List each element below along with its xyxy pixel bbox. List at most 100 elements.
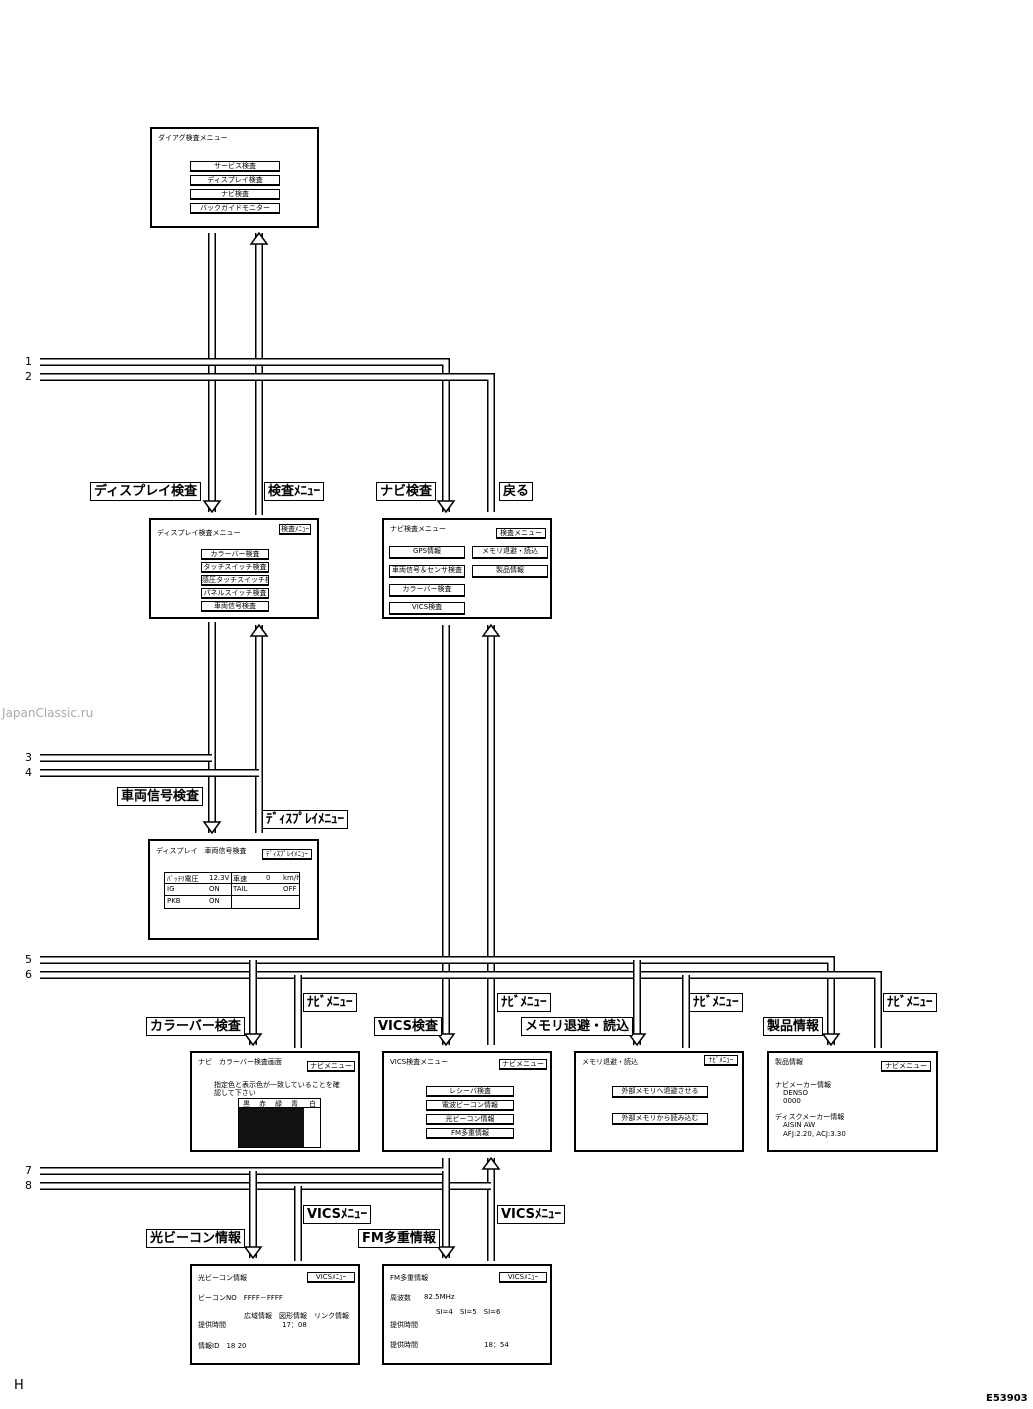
fm-multiplex-screen: FM多重情報 VICSﾒﾆｭｰ 周波数 82.5MHz SI=4 SI=5 SI… — [382, 1264, 552, 1365]
product-info-screen: 製品情報 ナビメニュー ナビメーカー情報 DENSO 0000 ディスクメーカー… — [767, 1051, 938, 1152]
label-vics-menu-1: VICSﾒﾆｭｰ — [303, 1205, 372, 1224]
row-number-1: 1 — [25, 355, 32, 368]
row-number-2: 2 — [25, 370, 32, 383]
colorbar-check-button[interactable]: カラーバー検査 — [201, 549, 269, 560]
vehicle-signal-check-button[interactable]: 車両信号検査 — [201, 601, 269, 612]
label-vehicle-check: 車両信号検査 — [117, 787, 204, 806]
tail-value: OFF — [283, 885, 297, 893]
row-number-3: 3 — [25, 751, 32, 764]
disc-maker-version: AFJ:2.20, ACJ:3.30 — [783, 1130, 846, 1138]
connector-28 — [40, 957, 834, 1045]
navi-check-button[interactable]: ナビ検査 — [190, 189, 280, 200]
pressure-touch-check-button[interactable]: 感圧タッチスイッチ検査 — [201, 575, 269, 586]
label-display-check: ディスプレイ検査 — [90, 482, 202, 501]
receiver-check-button[interactable]: レシーバ検査 — [426, 1086, 514, 1097]
product-info-button[interactable]: 製品情報 — [472, 565, 548, 578]
screen-title: FM多重情報 — [390, 1274, 429, 1282]
back-button[interactable]: ﾃﾞｨｽﾌﾟﾚｲﾒﾆｭｰ — [262, 849, 312, 860]
color-red: 赤 — [259, 1100, 266, 1108]
navi-maker-name: DENSO — [783, 1089, 809, 1097]
battery-value: 12.3V — [209, 874, 230, 882]
speed-value: 0 — [266, 874, 271, 882]
back-button[interactable]: ﾅﾋﾞﾒﾆｭｰ — [704, 1055, 738, 1066]
load-from-external-button[interactable]: 外部メモリから読み込む — [612, 1113, 708, 1125]
back-button[interactable]: VICSﾒﾆｭｰ — [307, 1272, 355, 1283]
connector-5 — [249, 231, 269, 245]
color-white: 白 — [309, 1100, 316, 1108]
panel-switch-check-button[interactable]: パネルスイッチ検査 — [201, 588, 269, 599]
back-button[interactable]: VICSﾒﾆｭｰ — [499, 1272, 547, 1283]
info-types: 広域情報 図形情報 リンク情報 — [244, 1312, 349, 1320]
signal-table: ﾊﾞｯﾃﾘ電圧 12.3V 車速 0 km/h IG ON TAIL OFF P… — [164, 872, 301, 909]
si-values: SI=4 SI=5 SI=6 — [436, 1308, 501, 1316]
pkb-value: ON — [209, 897, 220, 905]
memory-button[interactable]: メモリ退避・読込 — [472, 546, 548, 559]
vics-menu-screen: VICS検査メニュー ナビメニュー レシーバ検査 電波ビーコン情報 光ビーコン情… — [382, 1051, 552, 1152]
screen-title: ナビ カラーバー検査画面 — [198, 1058, 282, 1066]
label-back: 戻る — [499, 482, 534, 501]
provide-time-label-2: 提供時間 — [390, 1341, 418, 1349]
connector-46 — [481, 1156, 501, 1170]
back-button[interactable]: 検査メニュー — [496, 528, 546, 539]
label-optical-info: 光ビーコン情報 — [146, 1229, 246, 1248]
info-id: 情報ID 18 20 — [198, 1342, 247, 1350]
navi-maker-label: ナビメーカー情報 — [775, 1081, 831, 1089]
save-to-external-button[interactable]: 外部メモリへ退避させる — [612, 1086, 708, 1098]
label-memory-check: メモリ退避・読込 — [521, 1017, 634, 1036]
label-navi-menu-1: ﾅﾋﾞﾒﾆｭｰ — [303, 993, 357, 1012]
screen-title: メモリ退避・読込 — [582, 1058, 638, 1066]
connector-29 — [821, 1033, 841, 1047]
radio-beacon-button[interactable]: 電波ビーコン情報 — [426, 1100, 514, 1111]
fm-multiplex-button[interactable]: FM多重情報 — [426, 1128, 514, 1139]
back-button[interactable]: ナビメニュー — [307, 1061, 355, 1072]
frequency-label: 周波数 — [390, 1294, 411, 1302]
vehicle-sensor-check-button[interactable]: 車両信号＆センサ検査 — [389, 565, 465, 578]
label-product-info: 製品情報 — [763, 1017, 824, 1036]
connector-56 — [436, 1246, 456, 1260]
provide-time-label: 提供時間 — [198, 1321, 226, 1329]
back-button[interactable]: 検査ﾒﾆｭｰ — [279, 524, 311, 535]
screen-title: ナビ検査メニュー — [390, 525, 446, 533]
vics-check-button[interactable]: VICS検査 — [389, 602, 465, 615]
colorbar-screen: ナビ カラーバー検査画面 ナビメニュー 指定色と表示色が一致していることを確認し… — [190, 1051, 360, 1152]
screen-title: 光ビーコン情報 — [198, 1274, 247, 1282]
color-blue: 青 — [291, 1100, 298, 1108]
touch-switch-check-button[interactable]: タッチスイッチ検査 — [201, 562, 269, 573]
corner-mark-left: H — [14, 1378, 24, 1393]
colorbar-check-button[interactable]: カラーバー検査 — [389, 584, 465, 597]
speed-label: 車速 — [233, 875, 247, 883]
optical-beacon-button[interactable]: 光ビーコン情報 — [426, 1114, 514, 1125]
frequency-value: 82.5MHz — [424, 1293, 455, 1301]
label-display-menu: ﾃﾞｨｽﾌﾟﾚｲﾒﾆｭｰ — [262, 810, 348, 829]
connector-31 — [40, 972, 881, 1048]
screen-title: ディスプレイ 車両信号検査 — [156, 847, 247, 855]
label-check-menu: 検査ﾒﾆｭｰ — [264, 482, 325, 501]
battery-label: ﾊﾞｯﾃﾘ電圧 — [167, 875, 199, 883]
connector-16 — [249, 623, 269, 637]
color-green: 緑 — [275, 1100, 282, 1108]
gps-info-button[interactable]: GPS情報 — [389, 546, 465, 559]
label-navi-menu-2: ﾅﾋﾞﾒﾆｭｰ — [497, 993, 551, 1012]
connector-2 — [202, 500, 222, 514]
disc-maker-name: AISIN AW — [783, 1121, 816, 1129]
diag-menu-screen: ダイアグ検査メニュー サービス検査 ディスプレイ検査 ナビ検査 バックガイドモニ… — [150, 127, 319, 228]
memory-screen: メモリ退避・読込 ﾅﾋﾞﾒﾆｭｰ 外部メモリへ退避させる 外部メモリから読み込む — [574, 1051, 744, 1152]
ig-label: IG — [167, 885, 175, 893]
provide-time-label-1: 提供時間 — [390, 1321, 418, 1329]
connector-34 — [243, 1033, 263, 1047]
provide-time-value: 18：54 — [484, 1341, 509, 1349]
connector-26 — [481, 623, 501, 637]
connector-30 — [40, 971, 882, 1048]
back-button[interactable]: ナビメニュー — [881, 1061, 931, 1072]
watermark: JapanClassic.ru — [2, 706, 94, 720]
back-button[interactable]: ナビメニュー — [499, 1059, 547, 1070]
row-number-6: 6 — [25, 968, 32, 981]
label-fm-info: FM多重情報 — [358, 1229, 440, 1248]
display-check-button[interactable]: ディスプレイ検査 — [190, 175, 280, 186]
connector-8 — [436, 500, 456, 514]
back-guide-monitor-button[interactable]: バックガイドモニター — [190, 203, 280, 214]
connector-13 — [202, 821, 222, 835]
service-check-button[interactable]: サービス検査 — [190, 161, 280, 172]
row-number-4: 4 — [25, 766, 32, 779]
